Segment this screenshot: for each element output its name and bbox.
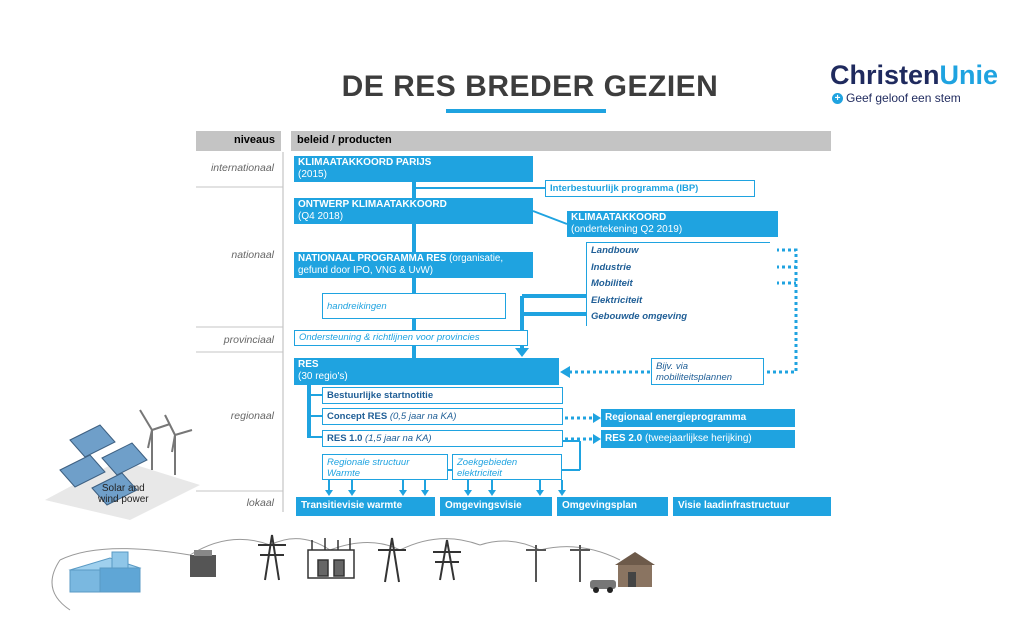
box-zoekgebieden-elektriciteit: Zoekgebieden elektriciteit [452,454,562,480]
header-niveaus: niveaus [196,131,281,151]
lokaal-visie-laadinfrastructuur: Visie laadinfrastructuur [673,497,831,516]
sector-list: Landbouw Industrie Mobiliteit Elektricit… [586,242,777,329]
electric-car-icon [590,580,616,593]
box-mobiliteitsplannen: Bijv. via mobiliteitsplannen [651,358,764,385]
res-title: RES [298,359,319,370]
house-icon [615,552,655,587]
box-ontwerp-klimaatakkoord: ONTWERP KLIMAATAKKOORD(Q4 2018) [294,198,533,224]
box-bestuurlijke-startnotitie: Bestuurlijke startnotitie [322,387,563,404]
illustration-label-line2: wind power [98,494,149,505]
solar-panel-icon [59,424,148,506]
box-nationaal-programma-res: NATIONAAL PROGRAMMA RES (organisatie, ge… [294,252,533,278]
lokaal-omgevingsplan: Omgevingsplan [557,497,668,516]
concept-bold: Concept RES [327,411,388,422]
klimaat-sub: (ondertekening Q2 2019) [571,224,683,235]
pylon-icon [258,534,461,583]
logo-tagline: +Geef geloof een stem [832,91,961,105]
level-lokaal: lokaal [246,497,274,509]
res10-rest: (1,5 jaar na KA) [362,433,432,444]
logo-name-part1: Christen [830,60,940,90]
box-ondersteuning-provincies: Ondersteuning & richtlijnen voor provinc… [294,330,528,346]
box-res: RES(30 regio's) [294,358,559,385]
box-klimaatakkoord: KLIMAATAKKOORD(ondertekening Q2 2019) [567,211,778,237]
illustration-label-line1: Solar and [101,483,145,494]
res-sub: (30 regio's) [298,371,348,382]
box-res-2: RES 2.0 (tweejaarlijkse herijking) [601,430,795,448]
res20-bold: RES 2.0 [605,433,643,444]
res20-rest: (tweejaarlijkse herijking) [642,433,752,444]
npres-bold: NATIONAAL PROGRAMMA RES [298,253,447,264]
box-ibp: Interbestuurlijk programma (IBP) [545,180,755,197]
plus-icon: + [832,93,843,104]
box-regionale-structuur-warmte: Regionale structuur Warmte [322,454,448,480]
box-regionaal-energieprogramma: Regionaal energieprogramma [601,409,795,427]
page-title: DE RES BREDER GEZIEN [341,70,719,103]
parijs-sub: (2015) [298,169,327,180]
solar-wind-illustration [45,409,200,520]
klimaat-title: KLIMAATAKKOORD [571,212,667,223]
lokaal-omgevingsvisie: Omgevingsvisie [440,497,552,516]
utility-pole-icon [526,545,590,582]
battery-storage-icon [68,551,142,593]
power-grid-illustration [51,534,655,611]
box-handreikingen: handreikingen [322,293,506,319]
box-klimaatakkoord-parijs: KLIMAATAKKOORD PARIJS(2015) [294,156,533,182]
level-nationaal: nationaal [231,249,274,261]
sector-gebouwde-omgeving: Gebouwde omgeving [587,309,777,329]
level-regionaal: regionaal [230,410,274,422]
parijs-title: KLIMAATAKKOORD PARIJS [298,157,432,168]
christenunie-logo: ChristenUnie [830,60,998,91]
concept-rest: (0,5 jaar na KA) [387,411,457,422]
header-beleid: beleid / producten [291,131,831,151]
res10-bold: RES 1.0 [327,433,363,444]
transformer-icon [190,550,216,577]
ontwerp-title: ONTWERP KLIMAATAKKOORD [298,199,447,210]
box-concept-res: Concept RES (0,5 jaar na KA) [322,408,563,425]
level-internationaal: internationaal [210,162,274,174]
npres-rest: (organisatie, gefund door IPO, VNG & UvW… [298,253,504,276]
logo-name-part2: Unie [939,60,999,90]
wind-turbine-icon [139,409,193,475]
lokaal-transitievisie-warmte: Transitievisie warmte [296,497,435,516]
ontwerp-sub: (Q4 2018) [298,211,344,222]
box-res-1: RES 1.0 (1,5 jaar na KA) [322,430,563,447]
level-provinciaal: provinciaal [223,334,274,346]
title-underline [446,109,606,113]
logo-tagline-text: Geef geloof een stem [846,91,961,105]
substation-icon [307,538,355,579]
